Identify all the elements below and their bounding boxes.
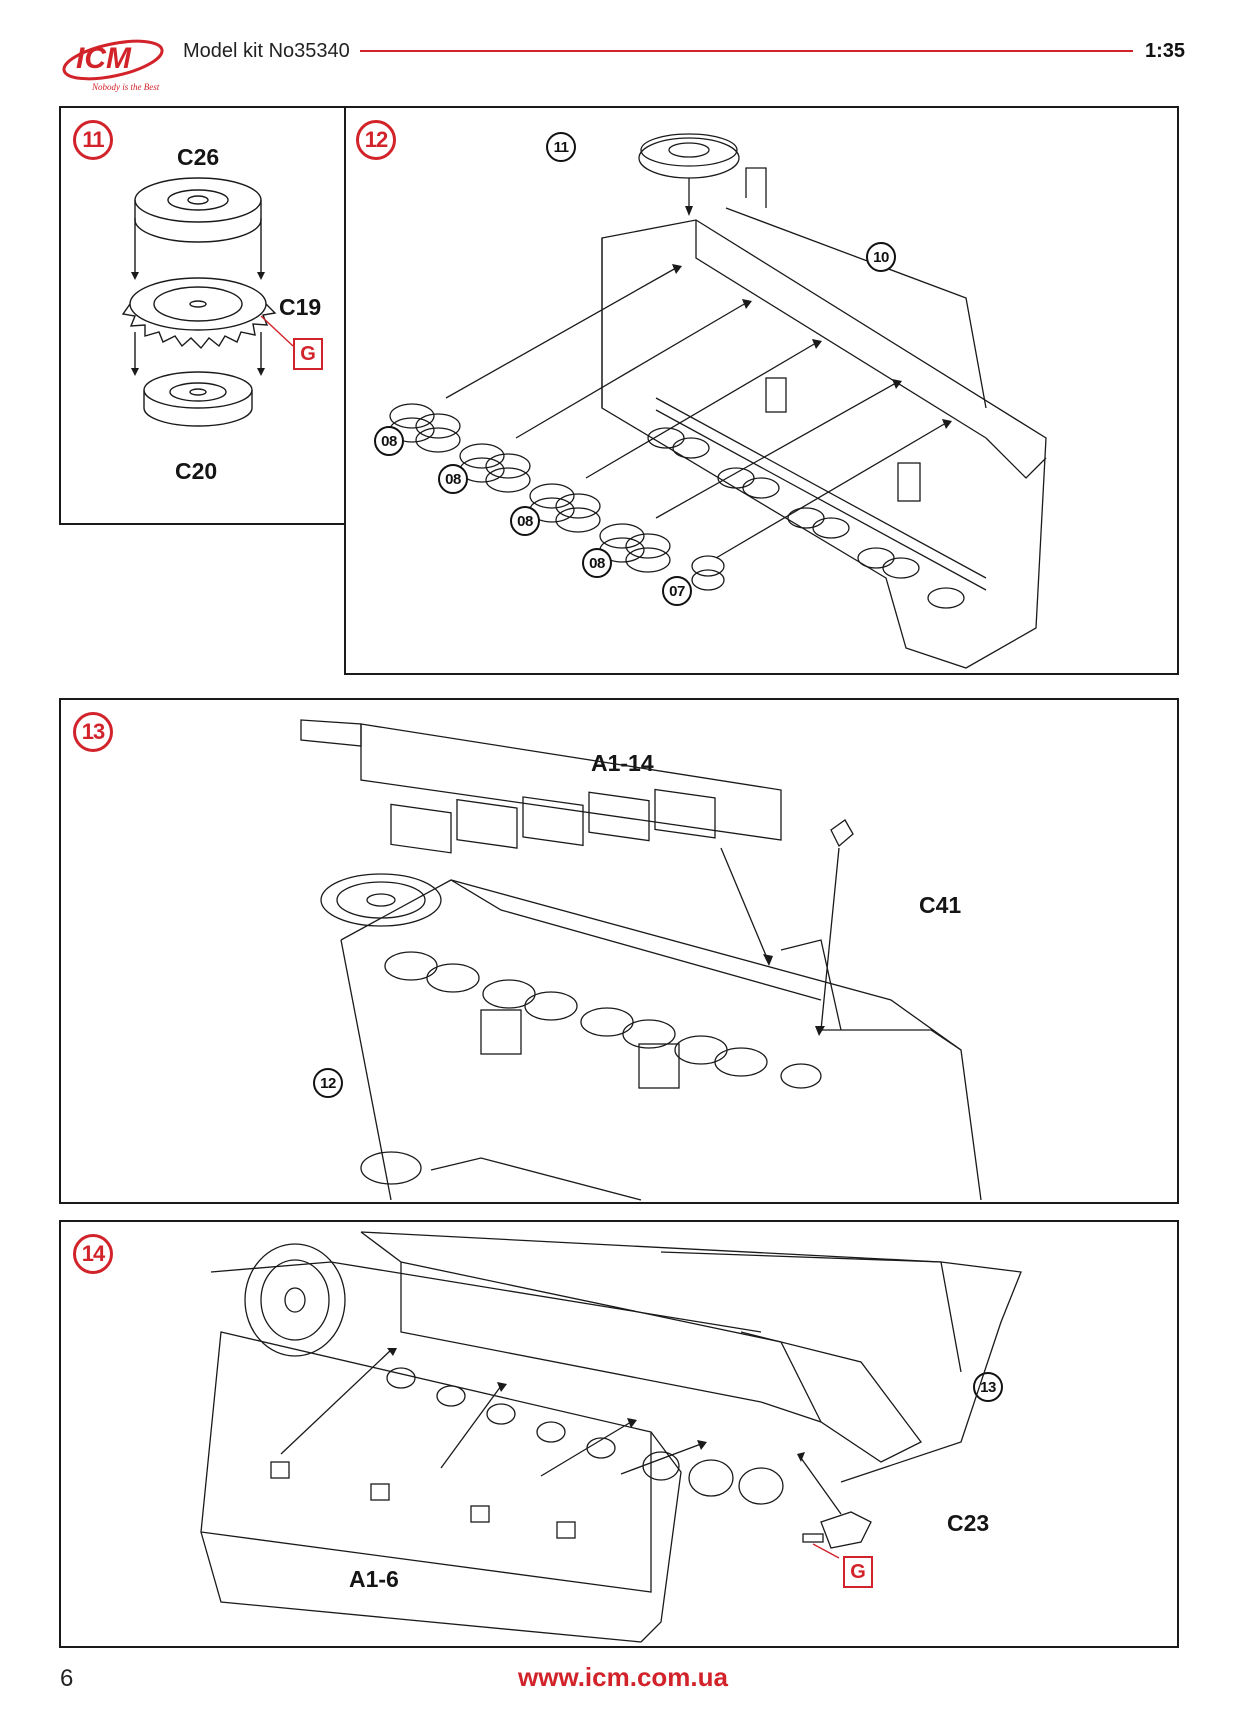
step-11-drawing <box>121 177 294 427</box>
kit-title: Model kit No35340 <box>183 40 350 62</box>
part-label-c23: C23 <box>947 1510 990 1536</box>
step-14-panel: 14 C23 A1-6 13 G <box>59 1220 1179 1648</box>
step-14-drawing <box>200 1231 1022 1643</box>
page-number: 6 <box>60 1665 74 1692</box>
ref-part-08-a: 08 <box>374 426 404 456</box>
part-label-a1-6: A1-6 <box>349 1566 399 1592</box>
part-label-c41: C41 <box>919 892 962 918</box>
logo-text: ICM <box>76 42 132 75</box>
step-12-panel: 12 <box>344 106 1179 675</box>
step-11-panel: 11 C26 C19 C20 G <box>59 106 346 525</box>
part-label-c19: C19 <box>279 294 322 320</box>
step-13-drawing <box>300 719 982 1201</box>
ref-step-11: 11 <box>546 132 576 162</box>
step-13-badge: 13 <box>73 712 113 752</box>
step-14-badge: 14 <box>73 1234 113 1274</box>
ref-step-13: 13 <box>973 1372 1003 1402</box>
header-rule <box>360 50 1133 52</box>
ref-step-10: 10 <box>866 242 896 272</box>
step-13-panel: 13 A1-14 C41 12 <box>59 698 1179 1204</box>
glue-marker-g: G <box>293 338 323 370</box>
ref-part-08-d: 08 <box>582 548 612 578</box>
website-link[interactable]: www.icm.com.ua <box>518 1662 728 1692</box>
scale-label: 1:35 <box>1145 40 1186 62</box>
step-11-badge: 11 <box>73 120 113 160</box>
part-label-c20: C20 <box>175 458 218 484</box>
ref-part-08-b: 08 <box>438 464 468 494</box>
glue-marker-g-2: G <box>843 1556 873 1588</box>
ref-part-08-c: 08 <box>510 506 540 536</box>
ref-step-12: 12 <box>313 1068 343 1098</box>
ref-part-07: 07 <box>662 576 692 606</box>
step-12-badge: 12 <box>356 120 396 160</box>
part-label-a1-14: A1-14 <box>591 750 654 776</box>
icm-logo: ICM Nobody is the Best <box>58 34 168 96</box>
logo-tagline: Nobody is the Best <box>91 82 160 92</box>
part-label-c26: C26 <box>177 144 220 170</box>
step-12-drawing <box>389 133 1047 669</box>
